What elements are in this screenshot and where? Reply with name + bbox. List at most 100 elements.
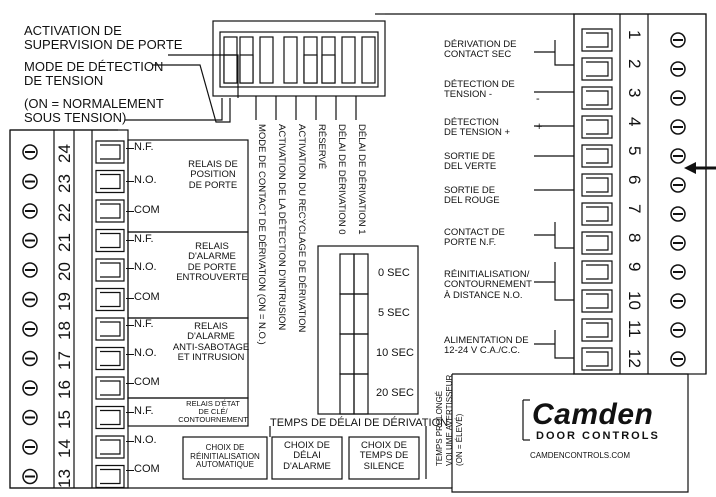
contact-dash xyxy=(126,211,134,212)
terminal-number-10: 10 xyxy=(625,291,644,310)
label-line: 12-24 V C.A./C.C. xyxy=(444,345,521,357)
contact-dash xyxy=(126,181,134,182)
right-terminal-block xyxy=(573,13,707,375)
dip-switch-block xyxy=(212,20,386,97)
dip-label-5: DÉLAI DE DÉRIVATION 0 xyxy=(336,124,347,235)
dip-label-1: MODE DE CONTACT DE DÉRIVATION (ON = N.O.… xyxy=(256,124,267,345)
terminal-number-14: 14 xyxy=(55,439,74,458)
terminal-number-6: 6 xyxy=(625,175,644,185)
terminal-clamp xyxy=(581,347,613,371)
high-volume-label: (ON = ÉLEVÉ) xyxy=(455,413,464,466)
contact-label: N.F. xyxy=(134,405,154,417)
label-line: DE CLÉ/ xyxy=(198,407,228,417)
brand-url: CAMDENCONTROLS.COM xyxy=(530,451,631,460)
terminal-clamp xyxy=(95,405,125,430)
contact-label: N.O. xyxy=(134,347,157,359)
terminal-number-17: 17 xyxy=(55,350,74,370)
dip-label-2: ACTIVATION DE LA DÉTECTION D'INTRUSION xyxy=(276,124,287,331)
label-line: DE TENSION xyxy=(24,73,104,88)
label-line: RELAIS DE xyxy=(188,159,238,170)
terminal-clamp xyxy=(95,317,125,341)
terminal-number-9: 9 xyxy=(625,262,644,272)
delay-option-5: 5 SEC xyxy=(378,307,410,319)
label-line: CHOIX DE xyxy=(205,443,245,452)
delay-option-10: 10 SEC xyxy=(376,347,414,359)
terminal-number-7: 7 xyxy=(625,204,644,214)
terminal-clamp xyxy=(581,231,613,255)
terminal-clamp xyxy=(581,202,613,226)
terminal-number-24: 24 xyxy=(55,144,74,163)
label-line: RÉINITIALISATION/ xyxy=(444,269,530,280)
brand-name: Camden xyxy=(532,398,654,431)
contact-label: COM xyxy=(134,463,160,475)
dip-label-6: DÉLAI DE DÉRIVATION 1 xyxy=(356,124,367,235)
label-line: RELAIS xyxy=(194,321,228,332)
normal-voltage-label: (ON = NORMALEMENT xyxy=(24,96,164,111)
terminal-clamp xyxy=(581,260,613,284)
label-line: RÉINITIALISATION xyxy=(190,451,260,461)
left-terminal-screws xyxy=(22,140,125,489)
terminal-clamp xyxy=(95,435,125,459)
voltage-mode-label: MODE DE DÉTECTION xyxy=(24,59,163,74)
label-line: CONTACT SEC xyxy=(444,49,512,61)
terminal-number-20: 20 xyxy=(55,262,74,281)
terminal-clamp xyxy=(95,169,125,194)
terminal-clamp xyxy=(95,464,125,489)
label-line: D'ALARME xyxy=(283,460,331,472)
label-line: ENTROUVERTE xyxy=(176,271,248,283)
terminal-clamp xyxy=(95,258,125,282)
voltage-mode-label-2: DE TENSION xyxy=(24,73,104,88)
terminal-number-23: 23 xyxy=(55,173,74,193)
terminal-number-13: 13 xyxy=(55,468,74,488)
contact-dash xyxy=(126,240,134,241)
terminal-clamp xyxy=(581,318,613,342)
terminal-number-21: 21 xyxy=(55,232,74,252)
terminal-clamp xyxy=(581,86,613,110)
contact-label: COM xyxy=(134,376,160,388)
label-line: DÉTECTION DE xyxy=(444,79,515,90)
terminal-number-2: 2 xyxy=(625,59,644,69)
label-line: DÉLAI xyxy=(293,450,321,462)
terminal-clamp xyxy=(581,173,613,197)
label-line: ALIMENTATION DE xyxy=(444,335,529,346)
door-supervision-label: ACTIVATION DE xyxy=(24,23,122,38)
terminal-clamp xyxy=(95,199,125,223)
label-line: SOUS TENSION) xyxy=(24,110,127,125)
contact-dash xyxy=(126,383,134,384)
label-line: D'ALARME xyxy=(188,251,236,263)
label-line: RELAIS D'ÉTAT xyxy=(186,399,240,408)
label-line: CONTACT DE xyxy=(444,227,505,238)
alarm-delay-box xyxy=(271,436,343,480)
plus-sign: + xyxy=(536,121,543,133)
contact-dash xyxy=(126,268,134,269)
extended-time-label: TEMPS PROLONGÉ xyxy=(435,390,444,466)
contact-label: N.O. xyxy=(134,261,157,273)
right-terminal-screws xyxy=(581,28,686,371)
terminal-number-18: 18 xyxy=(55,321,74,340)
buzzer-volume-label: VOLUME AVERTISSEUR xyxy=(445,374,454,466)
contact-label: COM xyxy=(134,204,160,216)
terminal-clamp xyxy=(95,287,125,312)
label-line: POSITION xyxy=(190,169,236,181)
label-line: DÉRIVATION DE xyxy=(444,39,517,50)
terminal-clamp xyxy=(95,346,125,371)
label-line: RELAIS xyxy=(195,241,229,252)
terminal-number-3: 3 xyxy=(625,88,644,98)
terminal-number-15: 15 xyxy=(55,409,74,429)
contact-label: N.F. xyxy=(134,233,154,245)
terminal-number-16: 16 xyxy=(55,380,74,399)
label-line: CHOIX DE xyxy=(284,440,330,451)
terminal-clamp xyxy=(95,376,125,400)
label-line: DE TENSION + xyxy=(444,127,511,139)
label-line: CONTOURNEMENT xyxy=(444,279,532,291)
terminal-number-12: 12 xyxy=(625,349,644,368)
label-line: PORTE N.F. xyxy=(444,237,497,249)
